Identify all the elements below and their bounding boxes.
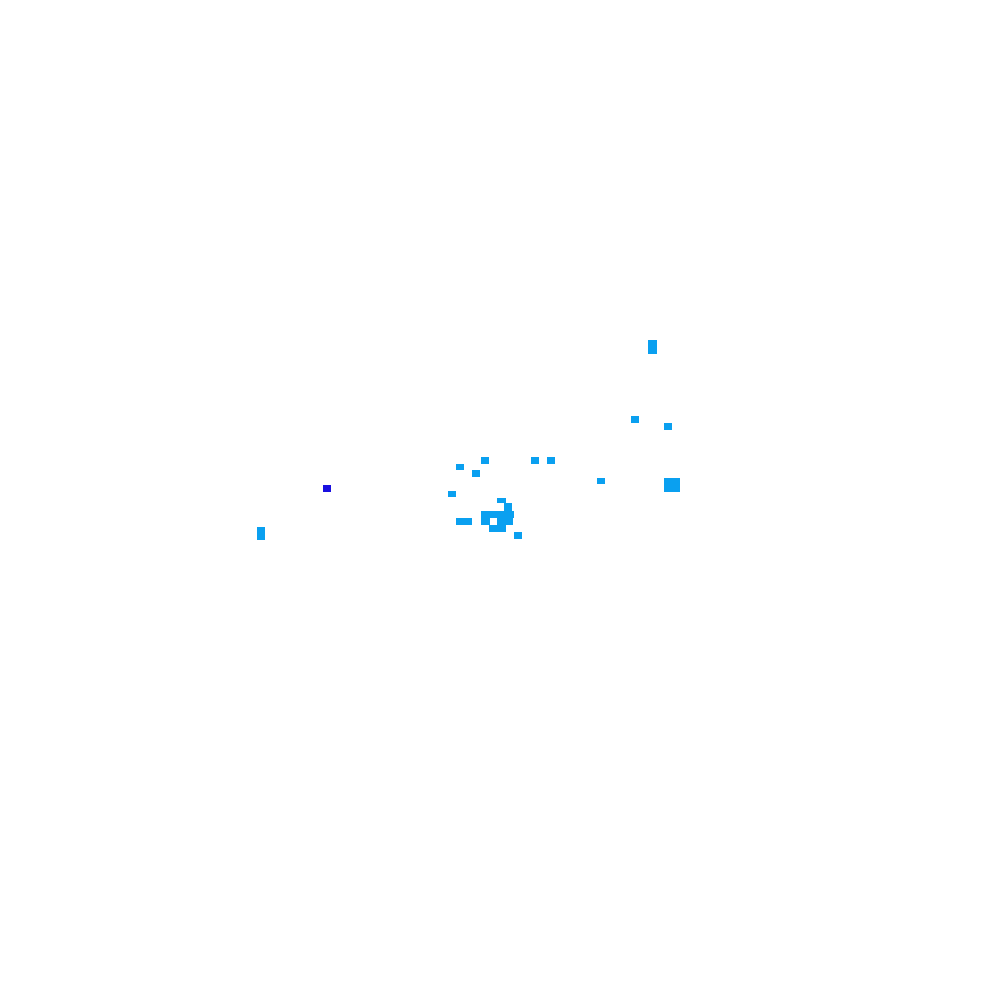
map-cell-primary xyxy=(497,498,506,503)
map-cell-primary xyxy=(481,511,514,518)
map-cell-primary xyxy=(456,518,472,525)
map-cell-primary xyxy=(448,491,456,497)
map-cell-primary xyxy=(472,470,480,477)
map-cell-primary xyxy=(648,340,657,354)
map-cell-primary xyxy=(489,525,506,532)
map-cell-primary xyxy=(497,518,513,525)
map-cell-primary xyxy=(547,457,555,464)
map-cell-primary xyxy=(664,423,672,430)
map-cell-primary xyxy=(481,457,489,464)
map-cell-primary xyxy=(504,503,512,511)
map-cell-primary xyxy=(514,532,522,539)
map-cell-primary xyxy=(531,457,539,464)
map-cell-primary xyxy=(456,464,464,470)
map-cell-primary xyxy=(631,416,639,423)
map-cell-primary xyxy=(257,527,265,540)
map-cell-primary xyxy=(597,478,605,484)
map-cell-primary xyxy=(664,478,680,492)
map-cell-highlight xyxy=(323,485,331,492)
map-cell-primary xyxy=(481,518,490,525)
